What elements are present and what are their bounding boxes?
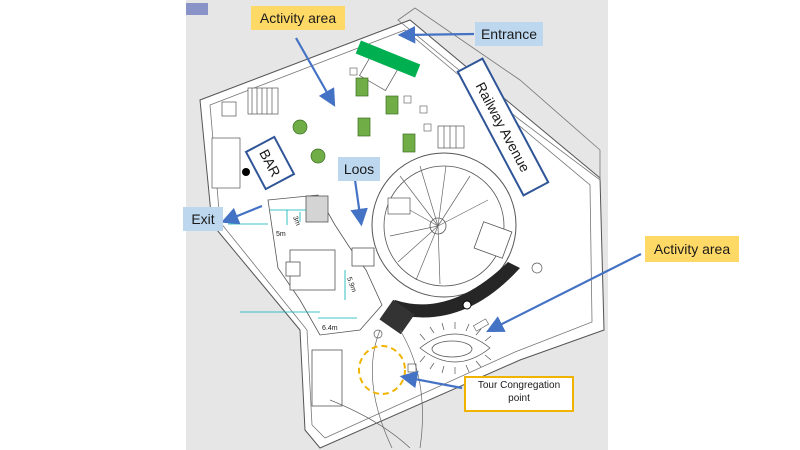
activity-plot [355, 77, 369, 97]
small-square [407, 363, 417, 373]
small-block [221, 101, 237, 117]
map-corner-marker [186, 3, 208, 15]
activity-plot [385, 95, 399, 115]
small-round [373, 329, 383, 339]
activity-area-top-label: Activity area [251, 6, 345, 30]
round-building [371, 152, 517, 298]
bollard-markers [349, 67, 432, 132]
tour-congregation-circle [358, 345, 406, 395]
dim-5m: 5m [276, 231, 286, 238]
activity-circle [292, 119, 308, 135]
dimension-lines [228, 209, 357, 319]
left-block [211, 137, 241, 189]
stairs-top-left [247, 87, 279, 115]
dark-band-segment [379, 299, 415, 335]
roundabout-marker [531, 262, 543, 274]
loos-label: Loos [338, 157, 380, 181]
activity-plot [402, 133, 416, 153]
lower-block [311, 349, 343, 407]
activity-plot [357, 117, 371, 137]
dim-5-9m: 5.9m [345, 276, 357, 293]
activity-circle [310, 148, 326, 164]
entrance-green-bar [355, 40, 421, 78]
garden-paths [329, 329, 423, 449]
exit-label: Exit [183, 207, 223, 231]
dim-6-4m: 6.4m [322, 325, 338, 332]
railway-road [397, 7, 601, 181]
pointer-arrows [220, 26, 642, 390]
black-dot [242, 168, 250, 176]
activity-area-right-label: Activity area [645, 236, 739, 262]
eye-structure [419, 318, 492, 374]
dark-band-marker [462, 300, 472, 310]
stairs-right [437, 125, 465, 149]
entrance-label: Entrance [475, 22, 543, 46]
tour-congregation-label: Tour Congregation point [464, 376, 574, 412]
loos-building [267, 194, 383, 336]
dim-3m: 3m [291, 215, 301, 227]
